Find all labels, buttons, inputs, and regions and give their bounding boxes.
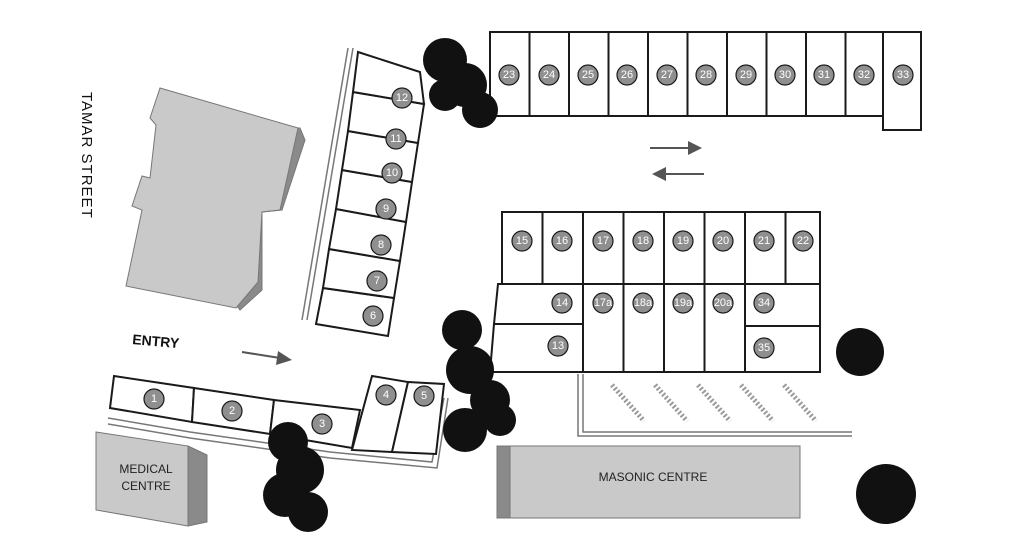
bay-number: 8 bbox=[378, 239, 384, 251]
bay-number: 25 bbox=[582, 69, 594, 81]
bay-number: 9 bbox=[383, 203, 389, 215]
bay-row-mid-upper: 15 16 17 18 19 20 21 22 bbox=[501, 211, 821, 285]
bay-number: 20 bbox=[717, 235, 729, 247]
bay-number: 28 bbox=[700, 69, 712, 81]
bay-number: 17 bbox=[597, 235, 609, 247]
kerb-lines bbox=[107, 47, 852, 469]
bay-number: 6 bbox=[370, 310, 376, 322]
bay-number: 20a bbox=[714, 297, 733, 309]
bay-number: 21 bbox=[758, 235, 770, 247]
bay-number: 34 bbox=[758, 297, 770, 309]
bay-number: 18 bbox=[637, 235, 649, 247]
entry-label: ENTRY bbox=[132, 331, 181, 351]
tree-icon bbox=[263, 422, 328, 532]
bay-number: 22 bbox=[797, 235, 809, 247]
trees bbox=[263, 38, 916, 532]
bay-number: 7 bbox=[374, 275, 380, 287]
bay-number: 35 bbox=[758, 342, 770, 354]
bay-number: 19a bbox=[674, 297, 693, 309]
bay-number: 1 bbox=[151, 393, 157, 405]
bay-number: 32 bbox=[858, 69, 870, 81]
bay-number: 2 bbox=[229, 405, 235, 417]
bay-number: 13 bbox=[552, 340, 564, 352]
masonic-centre-building: MASONIC CENTRE bbox=[496, 445, 801, 519]
main-building bbox=[125, 87, 306, 311]
bay-number: 33 bbox=[897, 69, 909, 81]
tree-icon bbox=[856, 464, 916, 524]
bay-number: 11 bbox=[390, 133, 401, 145]
hatched-zone bbox=[610, 383, 818, 423]
bay-number: 23 bbox=[503, 69, 515, 81]
bay-number: 14 bbox=[556, 297, 568, 309]
tree-icon bbox=[836, 328, 884, 376]
medical-label-2: CENTRE bbox=[121, 479, 170, 493]
bay-row-diagonal: 6 7 8 9 10 11 12 bbox=[314, 50, 426, 338]
tree-icon bbox=[423, 38, 498, 128]
bay-number: 16 bbox=[556, 235, 568, 247]
masonic-label: MASONIC CENTRE bbox=[599, 470, 708, 484]
tree-icon bbox=[442, 310, 516, 452]
bay-number: 3 bbox=[319, 418, 325, 430]
bay-row-top: 23 24 25 26 27 28 29 30 31 32 33 bbox=[489, 31, 922, 131]
street-label: TAMAR STREET bbox=[78, 92, 95, 219]
bay-number: 29 bbox=[740, 69, 752, 81]
parking-bay[interactable] bbox=[844, 31, 884, 117]
bay-number: 5 bbox=[421, 390, 427, 402]
bay-number: 30 bbox=[779, 69, 791, 81]
bay-number: 27 bbox=[661, 69, 673, 81]
bay-number: 24 bbox=[543, 69, 555, 81]
bay-number: 26 bbox=[621, 69, 633, 81]
bay-row-entry: 1 2 3 4 5 bbox=[108, 374, 446, 456]
bay-number: 19 bbox=[677, 235, 689, 247]
bay-number: 4 bbox=[383, 389, 389, 401]
bay-number: 12 bbox=[396, 92, 408, 104]
parking-bay[interactable] bbox=[488, 323, 584, 373]
bay-number: 18a bbox=[634, 297, 653, 309]
entry-arrow-icon bbox=[241, 351, 281, 359]
traffic-arrows bbox=[241, 141, 704, 365]
bay-number: 15 bbox=[516, 235, 528, 247]
bay-number: 10 bbox=[386, 167, 398, 179]
bay-number: 31 bbox=[818, 69, 830, 81]
bay-number: 17a bbox=[594, 297, 613, 309]
bay-row-mid-lower: 14 17a 18a 19a 20a 34 13 35 bbox=[488, 283, 821, 373]
medical-label-1: MEDICAL bbox=[119, 462, 173, 476]
medical-centre-building: MEDICAL CENTRE bbox=[95, 431, 208, 527]
